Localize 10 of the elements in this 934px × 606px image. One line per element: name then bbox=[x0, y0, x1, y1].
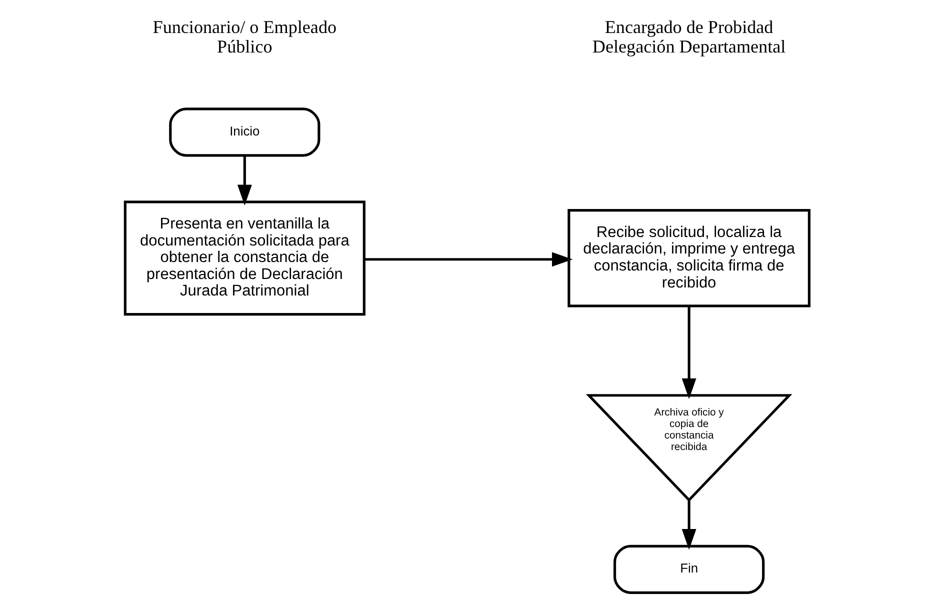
node-box: Recibe solicitud, localiza la declaración, imprime y entrega constancia, solicita firma de recibido bbox=[567, 209, 810, 308]
label: Encargado de Probidad Delegación Departamental bbox=[592, 16, 786, 56]
node-box: Inicio bbox=[168, 108, 320, 157]
label: Funcionario/ o Empleado Público bbox=[152, 16, 336, 56]
node-box: Fin bbox=[612, 544, 764, 594]
arrow bbox=[236, 156, 252, 206]
arrow bbox=[681, 306, 696, 400]
arrow bbox=[681, 500, 696, 550]
node-box: Presenta en ventanilla la documentación solicitada para obtener la constancia de presentación de Declaración Jurada Patrimonial bbox=[123, 200, 365, 316]
arrow bbox=[364, 252, 572, 267]
